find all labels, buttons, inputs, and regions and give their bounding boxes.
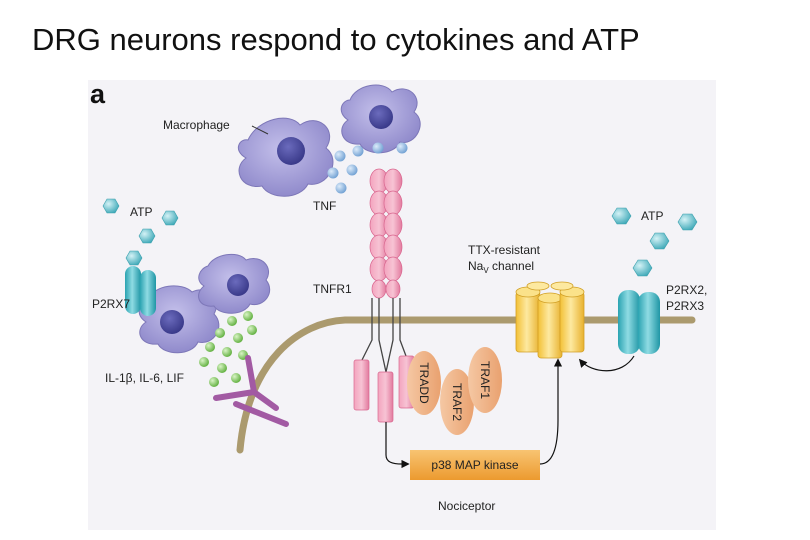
label-cytokines: IL-1β, IL-6, LIF [105, 371, 184, 385]
atp-molecules-right [611, 207, 698, 277]
p38-label: p38 MAP kinase [431, 458, 518, 472]
ttx-resistant-na-channel [515, 281, 585, 359]
label-nav-channel: NaV channel [468, 259, 534, 275]
traf2-protein: TRAF2 [440, 369, 474, 435]
label-nociceptor: Nociceptor [438, 499, 495, 513]
p2rx7-channel [125, 266, 156, 316]
tradd-protein: TRADD [407, 351, 441, 415]
macrophage-middle [198, 253, 271, 314]
label-p2rx3: P2RX3 [666, 299, 704, 313]
label-macrophage: Macrophage [163, 118, 230, 132]
tradd-label: TRADD [417, 362, 431, 404]
traf1-label: TRAF1 [478, 361, 492, 399]
tnfr1-receptor [369, 168, 403, 299]
arrow-p2rx-to-na-channel [578, 355, 635, 372]
label-p2rx2: P2RX2, [666, 283, 707, 297]
panel-letter: a [90, 79, 106, 109]
label-tnf: TNF [313, 199, 336, 213]
cytokine-molecules [199, 311, 257, 387]
macrophage-left [138, 285, 220, 354]
nociceptor-membrane [236, 316, 696, 454]
arrow-p38-to-na-channel [539, 358, 563, 465]
label-ttx-resistant: TTX-resistant [468, 243, 541, 257]
label-p2rx7: P2RX7 [92, 297, 130, 311]
label-atp-left: ATP [130, 205, 152, 219]
label-atp-right: ATP [641, 209, 663, 223]
tnfr1-stalks [361, 298, 407, 373]
tnf-molecules [327, 142, 408, 194]
cytokine-receptor [213, 355, 289, 427]
arrow-tnfr1-to-p38 [385, 422, 410, 469]
p2rx2-p2rx3-channel [618, 290, 660, 354]
atp-molecules-left [102, 198, 179, 266]
label-tnfr1: TNFR1 [313, 282, 352, 296]
macrophage-pointer-line [251, 125, 269, 135]
slide-title: DRG neurons respond to cytokines and ATP [32, 22, 640, 57]
traf1-protein: TRAF1 [468, 347, 502, 413]
traf2-label: TRAF2 [450, 383, 464, 421]
macrophage-top-left [237, 117, 334, 197]
p38-map-kinase-box [410, 450, 540, 480]
macrophage-top-right [340, 84, 421, 154]
